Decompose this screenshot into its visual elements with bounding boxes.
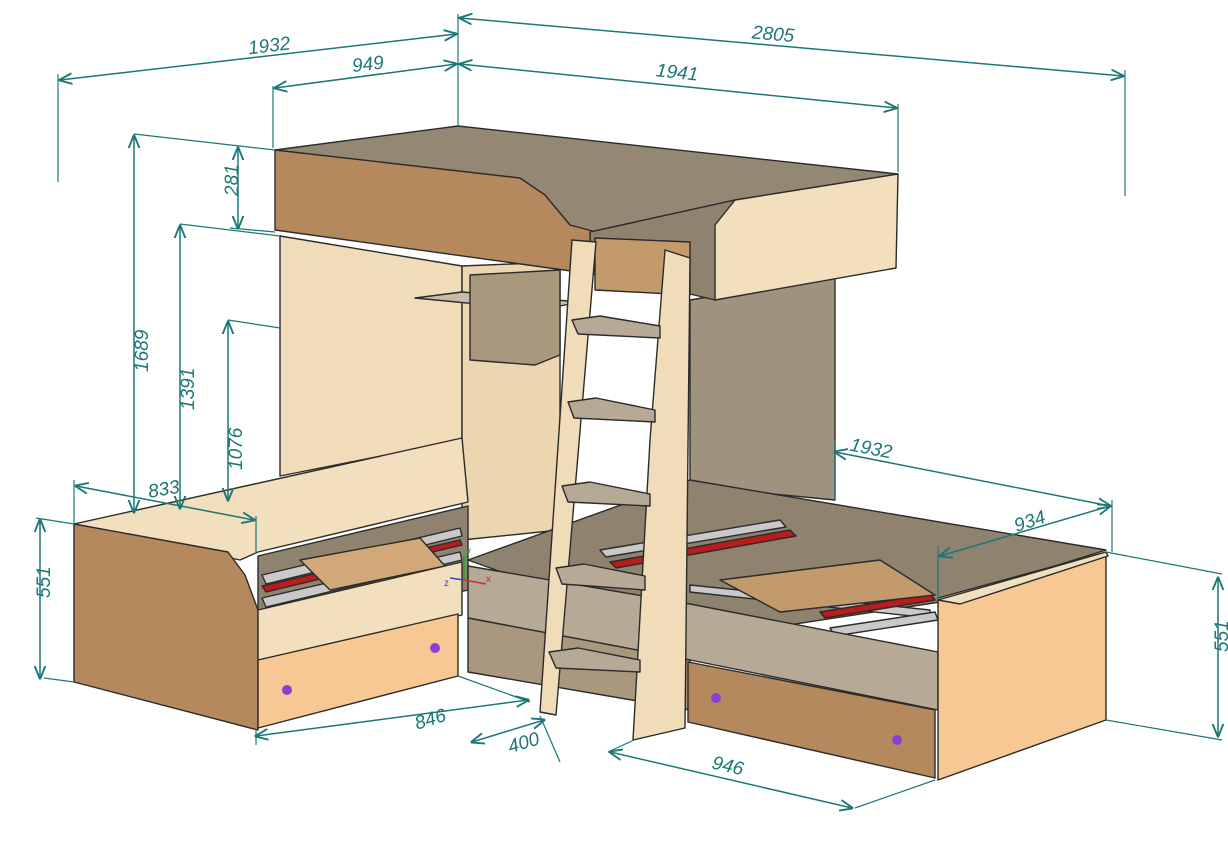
dim-upper-bed-length: 1941 bbox=[655, 60, 699, 85]
left-drawer-handle-1 bbox=[282, 685, 292, 695]
axis-y-label: y bbox=[466, 546, 471, 557]
dimension-lines bbox=[40, 18, 1218, 808]
dim-top-total-left: 1932 bbox=[247, 33, 292, 59]
dim-right-bed-length-top: 1932 bbox=[848, 435, 894, 464]
axis-x-label: x bbox=[486, 574, 491, 585]
left-bed-side-rail bbox=[257, 561, 463, 661]
ladder-right-rail bbox=[632, 249, 691, 741]
dim-left-bed-width: 833 bbox=[146, 477, 181, 503]
dim-right-bed-height: 551 bbox=[1212, 620, 1228, 652]
right-drawer-handle-2 bbox=[892, 735, 902, 745]
right-bed-slats bbox=[599, 519, 939, 637]
left-bed-slats bbox=[261, 527, 463, 608]
dim-left-bed-length: 846 bbox=[412, 705, 449, 734]
dim-total-height: 1689 bbox=[132, 329, 153, 372]
left-back-panel bbox=[279, 235, 463, 477]
right-drawer bbox=[687, 661, 936, 779]
dim-shelf-height: 1076 bbox=[226, 427, 247, 470]
ladder bbox=[539, 239, 691, 741]
axis-z-label: z bbox=[444, 578, 449, 589]
dim-left-bed-height: 551 bbox=[34, 566, 55, 598]
upper-bed-right-panel bbox=[714, 173, 899, 301]
dim-upper-bed-height: 1391 bbox=[178, 368, 199, 410]
dim-right-bed-width: 934 bbox=[1012, 507, 1049, 537]
left-bed-head-panel bbox=[73, 523, 259, 731]
dim-ladder-width: 400 bbox=[506, 729, 543, 758]
left-drawer-handle-2 bbox=[430, 643, 440, 653]
dim-upper-side-height: 281 bbox=[222, 164, 243, 197]
axis-triad: y x z bbox=[444, 546, 491, 589]
dim-upper-bed-depth: 949 bbox=[351, 52, 385, 77]
upper-bed-front-panel bbox=[274, 149, 601, 276]
dim-top-total-right: 2805 bbox=[750, 22, 795, 47]
shelf-box bbox=[469, 269, 561, 366]
right-back-panel bbox=[689, 275, 836, 501]
right-drawer-handle-1 bbox=[711, 693, 721, 703]
